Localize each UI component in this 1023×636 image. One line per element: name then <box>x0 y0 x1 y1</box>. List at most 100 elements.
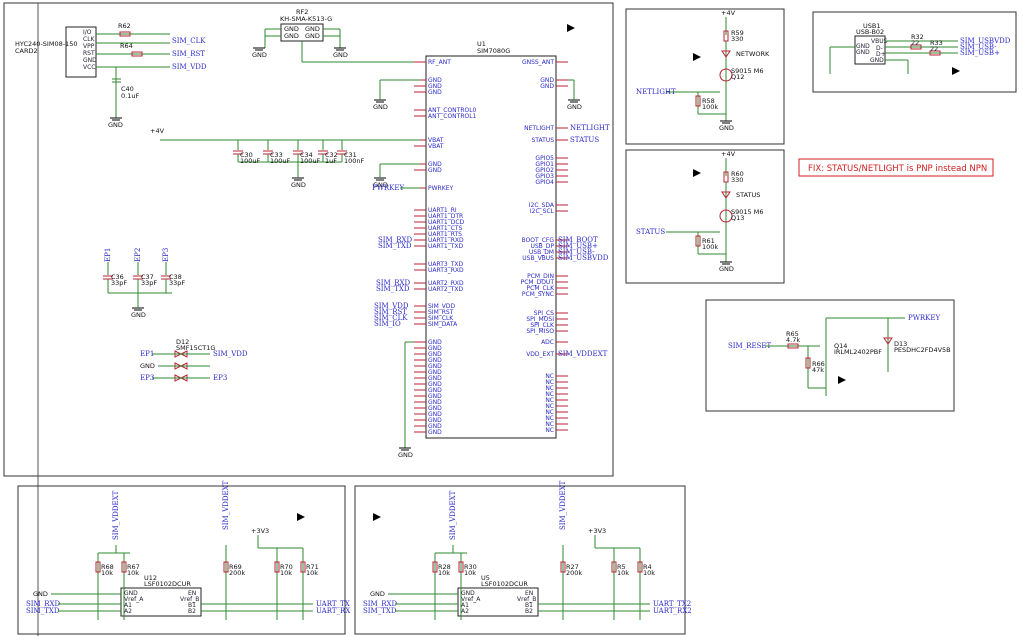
res-ref: R30 <box>464 563 477 571</box>
module-pin-left: GND <box>428 429 442 436</box>
resistor-r64 <box>131 51 143 57</box>
rf-ref: RF2 <box>296 8 308 16</box>
module-pin-left: GND <box>428 89 442 96</box>
r65-val: 4.7k <box>786 336 800 344</box>
module-pin-left: UART2_RXD <box>428 280 464 287</box>
ls-pin: B2 <box>188 608 196 615</box>
d13-part: PESDHC2FD4V5B <box>894 346 951 354</box>
module-pin-left: UART1_RI <box>428 207 457 214</box>
module-pin-right: NC <box>545 397 554 404</box>
module-pin-left: GND <box>428 369 442 376</box>
level-shifter-frame-1 <box>17 485 346 635</box>
usb-net: SIM_USB+ <box>960 49 1000 57</box>
res-ref: R60 <box>731 170 744 178</box>
fix-note: FIX: STATUS/NETLIGHT is PNP instead NPN <box>808 164 987 174</box>
vbat-net: +4V <box>150 127 165 135</box>
usb-net: SIM_USB- <box>960 43 997 51</box>
module-pin-right: NC <box>545 427 554 434</box>
module-pin-left: UART1_DCD <box>428 219 465 226</box>
module-pin-left: GND <box>428 167 442 174</box>
module-port: STATUS <box>570 136 599 144</box>
module-pin-right: USB_DP <box>530 243 554 250</box>
ls-ref: U12 <box>144 574 157 582</box>
module-port: SIM_USB- <box>558 248 595 256</box>
module-pin-right: STATUS <box>531 137 554 144</box>
c40-ref: C40 <box>121 85 134 93</box>
cap-val: 33pF <box>111 279 127 287</box>
gnd-label: GND <box>373 181 388 189</box>
marker-icon <box>952 67 960 75</box>
usb-pin: VBUS <box>871 38 888 45</box>
usb-frame <box>812 11 1017 93</box>
gnd-label: GND <box>33 590 48 598</box>
res-val: 10k <box>438 569 450 577</box>
gnd-label: GND <box>567 103 582 111</box>
res-val: 10k <box>306 569 318 577</box>
module-pin-left: GND <box>428 351 442 358</box>
cap-val: 100uF <box>270 157 291 165</box>
transistor-ref: Q12 <box>731 73 744 81</box>
vcc-label: +4V <box>721 150 736 158</box>
resistor <box>695 235 701 247</box>
ls-pin: EN <box>188 590 196 597</box>
module-pin-left: GND <box>428 399 442 406</box>
ls-pin: Vref_B <box>517 596 536 603</box>
ls-input-port: SIM_TXD <box>26 607 60 615</box>
sim7080g-module <box>425 55 557 439</box>
resistor <box>432 561 438 573</box>
module-pin-right: NC <box>545 415 554 422</box>
marker-icon <box>297 513 305 521</box>
usb-r2: R33 <box>930 39 943 47</box>
led-icon <box>721 50 731 58</box>
cap-ref: C33 <box>270 151 283 159</box>
rf-pin: GND <box>305 32 320 40</box>
module-port: SIM_VDD <box>374 302 409 310</box>
sim-card-ref: CARD2 <box>15 47 38 55</box>
module-port: SIM_RXD <box>378 236 412 244</box>
module-port: SIM_VDDEXT <box>558 350 608 358</box>
sim-card-symbol <box>65 26 97 78</box>
sim-card-pin: VCC <box>83 64 95 71</box>
module-part: SIM7080G <box>477 47 510 55</box>
rf-pin: GND <box>305 25 320 33</box>
module-pin-left: GND <box>428 411 442 418</box>
module-pin-left: SIM_DATA <box>428 321 458 328</box>
v33-label: +3V3 <box>251 527 269 535</box>
cap-val: 1uF <box>325 157 337 165</box>
ls-part: LSF0102DCUR <box>481 580 528 588</box>
led-icon <box>721 191 731 199</box>
marker-icon <box>567 24 575 32</box>
transistor-ref: Q13 <box>731 214 744 222</box>
level-shifter-frame-2 <box>354 485 686 635</box>
res-val: 330 <box>731 35 743 43</box>
module-pin-right: GPIO4 <box>535 179 554 186</box>
res-ref: R70 <box>280 563 293 571</box>
sim-card-part: HYC240-SIM08-150 <box>15 40 77 48</box>
module-pin-left: UART1_RTS <box>428 231 462 238</box>
module-pin-left: UART1_RXD <box>428 237 464 244</box>
usb-r1: R32 <box>911 33 924 41</box>
net-port: STATUS <box>636 228 665 236</box>
module-pin-right: GND <box>540 77 554 84</box>
c40-val: 0.1uF <box>121 92 139 100</box>
module-pin-left: GND <box>428 417 442 424</box>
module-pin-left: GND <box>428 375 442 382</box>
ls-pin: GND <box>124 590 138 597</box>
res-val: 10k <box>127 569 139 577</box>
ls-pin: B2 <box>525 608 533 615</box>
cap-ref: C32 <box>325 151 338 159</box>
module-pin-right: BOOT_CFG <box>522 237 555 244</box>
ls-pin: Vref_B <box>180 596 199 603</box>
cap-val: 100uF <box>240 157 261 165</box>
usb-r2-val: 22 <box>930 45 938 53</box>
module-pin-right: I2C_SDA <box>529 202 555 209</box>
v33-label: +3V3 <box>588 527 606 535</box>
ls-pin: B1 <box>525 602 533 609</box>
usb-pin: D+ <box>876 51 886 58</box>
level-shifter-chip <box>457 587 539 617</box>
transistor-part: S9015 M6 <box>731 208 763 216</box>
resistor <box>637 561 643 573</box>
gnd-label: GND <box>291 181 306 189</box>
ls-pin: A2 <box>124 608 132 615</box>
